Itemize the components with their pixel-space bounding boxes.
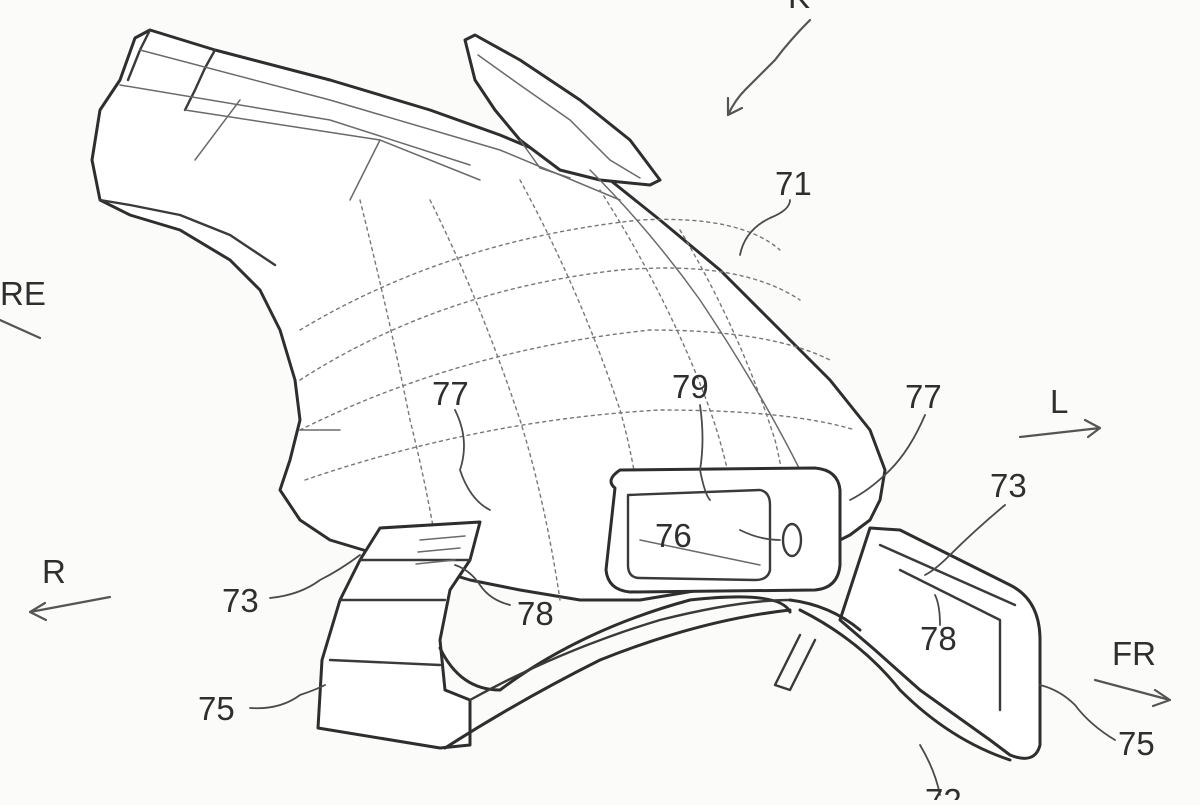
label-view-marker: K xyxy=(788,0,810,15)
right-bracket xyxy=(773,526,1042,762)
label-72-partial: 72 xyxy=(925,782,962,800)
label-front: FR xyxy=(1112,635,1156,672)
label-79: 79 xyxy=(672,368,709,405)
label-71: 71 xyxy=(775,165,812,202)
reference-numerals: 71 77 79 77 73 76 73 78 78 75 75 72 xyxy=(198,165,1155,805)
rear-direction-arrow-icon xyxy=(0,318,42,340)
label-77-right: 77 xyxy=(905,378,942,415)
direction-letters: RE R L FR K xyxy=(0,0,1156,672)
label-75-left: 75 xyxy=(198,690,235,727)
label-77-left: 77 xyxy=(432,375,469,412)
left-direction-arrow-icon xyxy=(1018,418,1102,439)
view-arrow-icon xyxy=(726,18,812,117)
bolt-hole-icon xyxy=(781,522,803,558)
label-75-right: 75 xyxy=(1118,725,1155,762)
direction-arrows xyxy=(0,18,1172,708)
right-direction-arrow-icon xyxy=(28,595,112,622)
label-73-left: 73 xyxy=(222,582,259,619)
label-rear: RE xyxy=(0,275,46,312)
left-bracket xyxy=(316,520,792,750)
mounting-pad xyxy=(604,466,842,594)
leader-lines xyxy=(249,199,1116,796)
label-78-right: 78 xyxy=(920,620,957,657)
label-73-right: 73 xyxy=(990,467,1027,504)
label-76: 76 xyxy=(655,517,692,554)
front-direction-arrow-icon xyxy=(1093,678,1172,708)
label-right: R xyxy=(42,553,66,590)
label-78-left: 78 xyxy=(517,595,554,632)
label-left: L xyxy=(1050,383,1068,420)
